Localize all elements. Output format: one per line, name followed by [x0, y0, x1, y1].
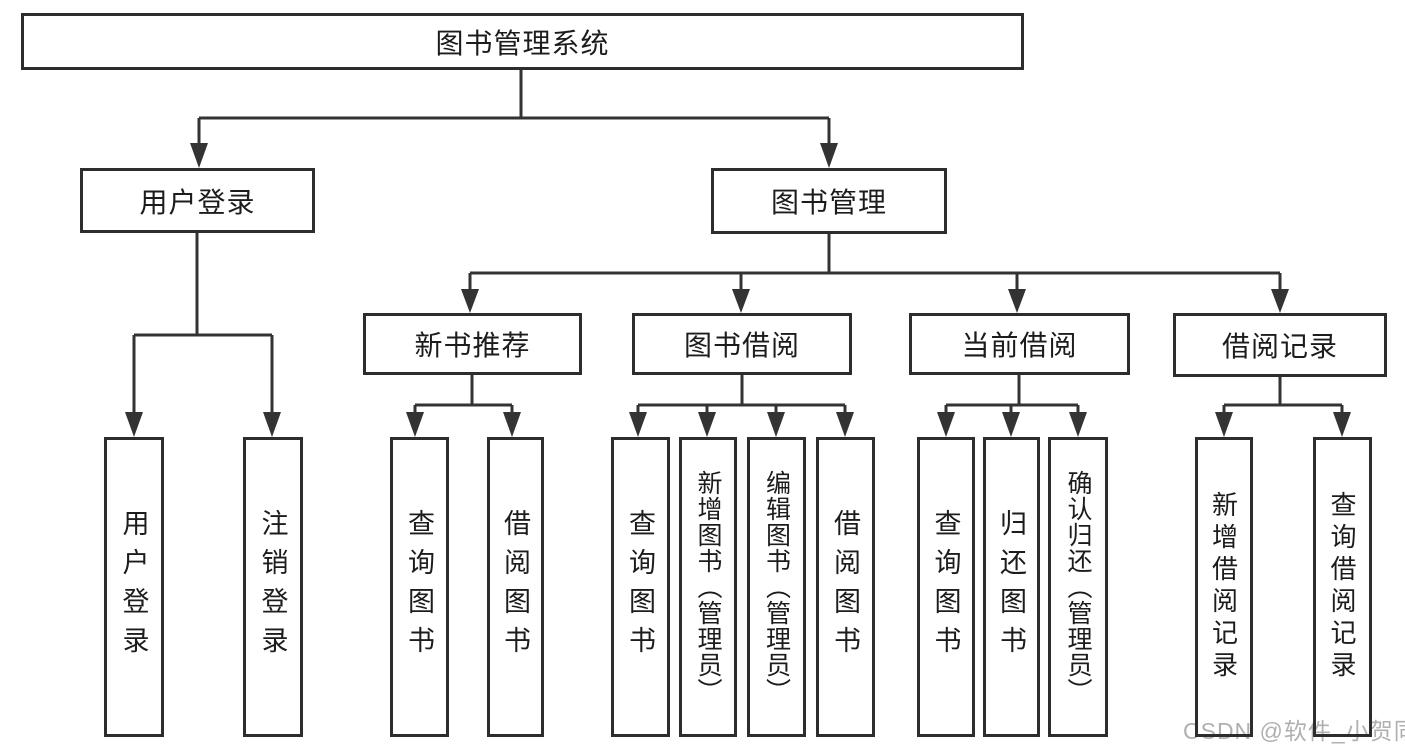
node-leaf-confirm-return-admin: 确认归还（管理员）	[1048, 437, 1108, 737]
node-book-management-label: 图书管理	[770, 187, 887, 218]
arrowheads	[125, 143, 1351, 437]
arrow-down-icon	[1002, 412, 1020, 437]
node-root: 图书管理系统	[21, 13, 1024, 70]
node-leaf-add-books-admin: 新增图书（管理员）	[679, 437, 737, 737]
arrow-down-icon	[820, 143, 838, 168]
arrow-down-icon	[1215, 412, 1233, 437]
arrow-down-icon	[263, 412, 281, 437]
leaf-label: 确认归还（管理员）	[1064, 470, 1092, 704]
leaf-label: 查询图书	[625, 509, 655, 665]
leaf-label: 查询图书	[404, 509, 434, 665]
node-current-borrow-label: 当前借阅	[961, 330, 1078, 361]
node-current-borrow: 当前借阅	[909, 313, 1130, 375]
leaf-label: 查询借阅记录	[1327, 491, 1357, 683]
node-leaf-borrow-books: 借阅图书	[816, 437, 875, 737]
node-leaf-query-books-recommend: 查询图书	[390, 437, 449, 737]
node-new-book-recommend-label: 新书推荐	[414, 330, 531, 361]
arrow-down-icon	[503, 412, 521, 437]
leaf-label: 归还图书	[996, 509, 1026, 665]
node-leaf-user-login: 用户登录	[104, 437, 164, 737]
leaf-label: 新增图书（管理员）	[694, 470, 722, 704]
node-user-login: 用户登录	[80, 168, 315, 233]
node-user-login-label: 用户登录	[139, 186, 256, 218]
edges	[132, 69, 1344, 415]
arrow-down-icon	[767, 412, 785, 437]
leaf-label: 用户登录	[118, 509, 149, 665]
arrow-down-icon	[629, 412, 647, 437]
node-leaf-return-books: 归还图书	[983, 437, 1040, 737]
leaf-label: 借阅图书	[830, 509, 860, 665]
node-book-management: 图书管理	[711, 168, 947, 234]
arrow-down-icon	[125, 412, 143, 437]
node-leaf-edit-books-admin: 编辑图书（管理员）	[747, 437, 806, 737]
node-leaf-query-books-borrow: 查询图书	[611, 437, 670, 737]
arrow-down-icon	[937, 412, 955, 437]
arrow-down-icon	[406, 412, 424, 437]
node-borrow-records: 借阅记录	[1173, 313, 1387, 377]
node-book-borrow-label: 图书借阅	[683, 330, 800, 361]
node-root-label: 图书管理系统	[435, 27, 610, 59]
node-leaf-add-borrow-record: 新增借阅记录	[1195, 437, 1253, 737]
leaf-label: 新增借阅记录	[1208, 491, 1239, 683]
arrow-down-icon	[1008, 289, 1026, 313]
leaf-label: 注销登录	[257, 509, 288, 665]
arrow-down-icon	[732, 289, 750, 313]
node-new-book-recommend: 新书推荐	[363, 313, 582, 375]
leaf-label: 编辑图书（管理员）	[762, 470, 791, 704]
arrow-down-icon	[836, 412, 854, 437]
node-book-borrow: 图书借阅	[632, 313, 852, 375]
arrow-down-icon	[1271, 289, 1289, 313]
csdn-watermark: CSDN @软件_小贺同学	[1183, 718, 1405, 744]
arrow-down-icon	[1069, 412, 1087, 437]
leaf-label: 查询图书	[930, 509, 961, 665]
arrow-down-icon	[698, 412, 716, 437]
arrow-down-icon	[1333, 412, 1351, 437]
arrow-down-icon	[461, 289, 479, 313]
arrow-down-icon	[190, 143, 208, 168]
node-leaf-query-borrow-record: 查询借阅记录	[1313, 437, 1372, 737]
leaf-label: 借阅图书	[500, 509, 530, 665]
node-leaf-borrow-books-recommend: 借阅图书	[487, 437, 544, 737]
node-borrow-records-label: 借阅记录	[1221, 331, 1338, 362]
node-leaf-query-books-current: 查询图书	[917, 437, 975, 737]
node-leaf-logout: 注销登录	[243, 437, 303, 737]
